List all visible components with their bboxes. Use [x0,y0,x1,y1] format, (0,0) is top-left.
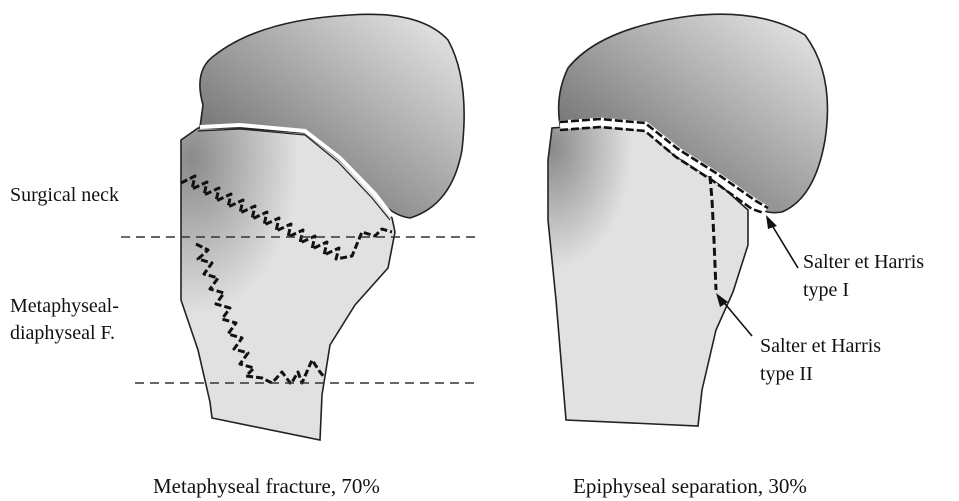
salter-harris-type1-label-line2: type I [803,277,849,304]
left-caption: Metaphyseal fracture, 70% [153,474,380,499]
salter-harris-type2-label-line1: Salter et Harris [760,333,881,360]
salter-harris-type2-label-line2: type II [760,361,813,388]
salter-harris-type1-label-line1: Salter et Harris [803,249,924,276]
surgical-neck-label: Surgical neck [10,182,119,209]
right-caption: Epiphyseal separation, 30% [573,474,807,499]
type1-arrow [766,215,798,268]
metaphyseal-label-line1: Metaphyseal- [10,293,119,320]
metaphyseal-label-line2: diaphyseal F. [10,320,115,347]
